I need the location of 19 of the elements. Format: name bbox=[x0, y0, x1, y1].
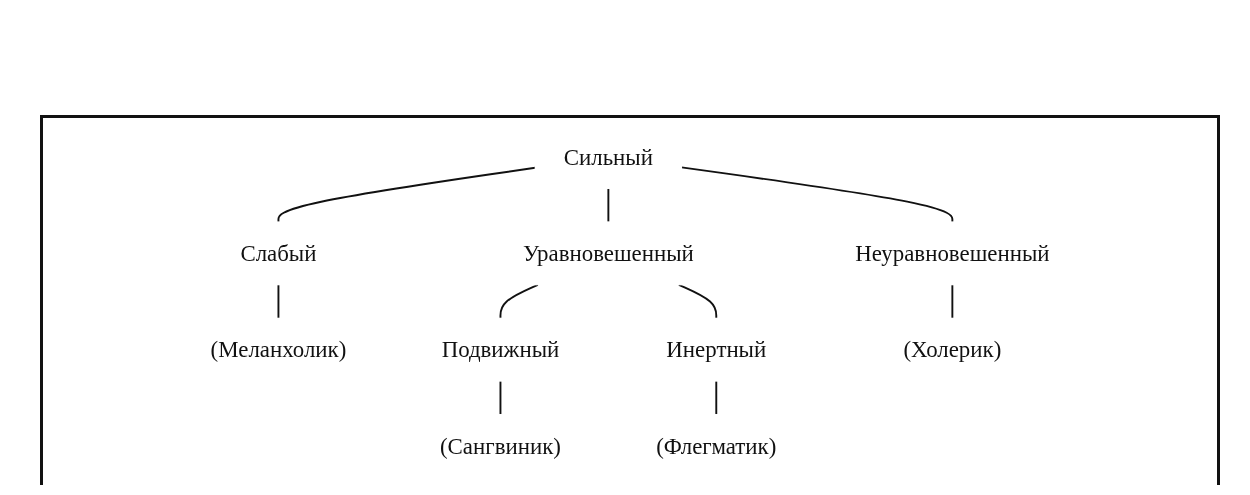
connector bbox=[680, 166, 954, 223]
node-text: Инертный bbox=[666, 337, 767, 363]
connector bbox=[607, 187, 610, 223]
connector bbox=[277, 283, 280, 320]
node-text: Неуравновешенный bbox=[855, 240, 1050, 266]
connector bbox=[951, 283, 954, 320]
node-text: Сильный bbox=[563, 144, 653, 170]
node-text: Слабый bbox=[240, 240, 317, 266]
node-text: (Меланхолик) bbox=[210, 337, 347, 363]
node-text: (Сангвиник) bbox=[439, 433, 561, 459]
node-text: Подвижный bbox=[441, 337, 560, 363]
node-text: (Холерик) bbox=[903, 337, 1002, 363]
node-text: (Флегматик) bbox=[656, 433, 777, 459]
node-text: Уравновешенный bbox=[522, 240, 694, 266]
connector bbox=[499, 380, 502, 416]
connector bbox=[499, 283, 539, 320]
connector bbox=[677, 283, 718, 320]
connector bbox=[277, 166, 537, 223]
connector bbox=[715, 380, 718, 416]
